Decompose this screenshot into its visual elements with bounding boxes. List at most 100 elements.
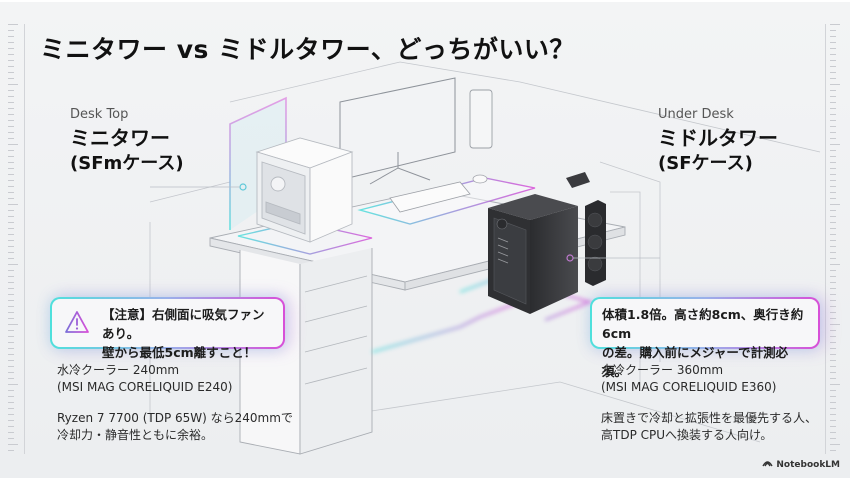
ruler-tick: [830, 336, 836, 337]
ruler-tick: [830, 204, 840, 205]
left-subtitle: Desk Top: [70, 107, 129, 122]
ruler-tick: [830, 114, 836, 115]
ruler-tick: [8, 66, 14, 67]
ruler-tick: [830, 228, 836, 229]
ruler-tick: [830, 150, 836, 151]
ruler-tick: [830, 342, 836, 343]
ruler-tick: [830, 126, 836, 127]
ruler-tick: [830, 420, 836, 421]
ruler-tick: [8, 240, 14, 241]
ruler-tick: [8, 408, 14, 409]
right-heading: ミドルタワー (SFケース): [658, 125, 778, 177]
right-specs: 水冷クーラー 360mm (MSI MAG CORELIQUID E360) 床…: [601, 362, 817, 458]
ruler-tick: [8, 390, 14, 391]
ruler-tick: [830, 306, 836, 307]
ruler-tick: [8, 384, 18, 385]
ruler-tick: [8, 90, 14, 91]
ruler-tick: [8, 336, 14, 337]
left-heading-line2: (SFmケース): [70, 153, 184, 174]
ruler-tick: [8, 378, 14, 379]
ruler-tick: [830, 192, 836, 193]
speaker: [469, 89, 493, 149]
ruler-tick: [830, 396, 836, 397]
keyboard: [389, 181, 471, 213]
blueprint-lines: [149, 61, 821, 443]
ruler-tick: [830, 30, 836, 31]
ruler-tick: [830, 276, 836, 277]
ruler-tick: [830, 360, 836, 361]
ruler-tick: [8, 210, 14, 211]
left-warning-callout: 【注意】右側面に吸気ファンあり。 壁から最低5cm離すこと！: [50, 297, 285, 360]
ruler-tick: [830, 252, 836, 253]
ruler-tick: [830, 366, 836, 367]
ruler-tick: [8, 414, 14, 415]
left-note-line2: 冷却力・静音性ともに余裕。: [57, 428, 214, 442]
ruler-tick: [830, 102, 836, 103]
ruler-tick: [8, 174, 14, 175]
right-callout-line1: 体積1.8倍。高さ約8cm、奥行き約6cm: [602, 307, 804, 341]
right-callout-line2: の差。購入前にメジャーで計測必須。: [602, 345, 789, 379]
ruler-tick: [830, 84, 840, 85]
pump-block: [566, 172, 590, 188]
left-callout-line1: 【注意】右側面に吸気ファンあり。: [102, 307, 265, 341]
ruler-tick: [8, 246, 14, 247]
ruler-tick: [830, 426, 836, 427]
ruler-tick: [8, 198, 14, 199]
ruler-tick: [830, 72, 836, 73]
ruler-tick: [8, 282, 14, 283]
ruler-tick: [8, 42, 14, 43]
ruler-tick: [830, 330, 836, 331]
ruler-tick: [830, 318, 836, 319]
ruler-tick: [830, 156, 836, 157]
ruler-line-left: [24, 24, 25, 454]
ruler-tick: [830, 222, 836, 223]
ruler-tick: [830, 438, 836, 439]
mid-tower-case: [488, 194, 578, 314]
ruler-tick: [830, 36, 836, 37]
ruler-tick: [8, 216, 14, 217]
ruler-tick: [8, 60, 14, 61]
ruler-tick: [8, 156, 14, 157]
notebooklm-logo-icon: [762, 459, 774, 470]
ruler-tick: [8, 306, 14, 307]
ruler-tick: [8, 420, 14, 421]
right-note-line1: 床置きで冷却と拡張性を最優先する人、: [601, 411, 818, 425]
ruler-tick: [8, 180, 14, 181]
ruler-tick: [8, 294, 14, 295]
ruler-tick: [830, 234, 836, 235]
warning-triangle-icon: [64, 310, 90, 339]
right-cooler-line2: (MSI MAG CORELIQUID E360): [601, 380, 777, 394]
ruler-tick: [830, 54, 836, 55]
left-specs: 水冷クーラー 240mm (MSI MAG CORELIQUID E240) R…: [57, 362, 293, 458]
ruler-tick: [8, 120, 14, 121]
ruler-tick: [8, 144, 18, 145]
ruler-tick: [830, 378, 836, 379]
ruler-tick: [8, 48, 14, 49]
ruler-tick: [8, 450, 14, 451]
ruler-tick: [8, 186, 14, 187]
ruler-tick: [830, 108, 836, 109]
ruler-tick: [8, 114, 14, 115]
ruler-tick: [8, 228, 14, 229]
ruler-tick: [830, 282, 836, 283]
ruler-tick: [830, 294, 836, 295]
left-cooler-line2: (MSI MAG CORELIQUID E240): [57, 380, 233, 394]
ruler-tick: [830, 258, 836, 259]
ruler-tick: [830, 132, 836, 133]
ruler-tick: [830, 354, 836, 355]
ruler-tick: [830, 240, 836, 241]
ruler-tick: [8, 372, 14, 373]
ruler-tick: [830, 312, 836, 313]
ruler-tick: [8, 222, 14, 223]
ruler-line-right: [825, 24, 826, 454]
left-cooler-line1: 水冷クーラー 240mm: [57, 363, 180, 377]
left-callout-line2: 壁から最低5cm離すこと！: [102, 345, 257, 360]
ruler-tick: [8, 138, 14, 139]
mouse: [472, 174, 488, 184]
left-note-line1: Ryzen 7 7700 (TDP 65W) なら240mmで: [57, 411, 293, 425]
ruler-tick: [830, 186, 836, 187]
ruler-tick: [830, 96, 836, 97]
ruler-tick: [8, 288, 14, 289]
ruler-tick: [8, 360, 14, 361]
